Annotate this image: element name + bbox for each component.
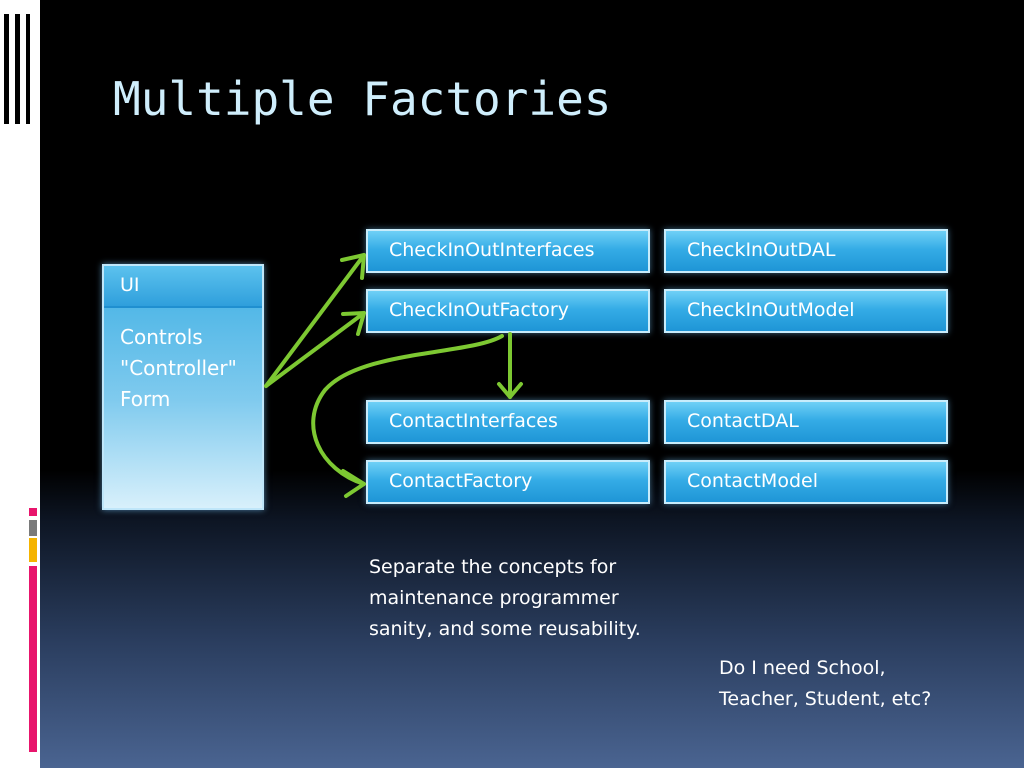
slide-title: Multiple Factories <box>113 72 612 126</box>
ui-box: UI Controls "Controller" Form <box>102 264 264 510</box>
accent-red-top <box>29 508 37 516</box>
box-checkinout-factory: CheckInOutFactory <box>366 289 650 333</box>
box-checkinout-model: CheckInOutModel <box>664 289 948 333</box>
arrow-head-checkinout-interfaces <box>340 253 366 280</box>
arrow-ui-to-checkinout-factory <box>264 311 366 388</box>
ui-box-body: Controls "Controller" Form <box>120 325 237 411</box>
note-separate-concepts: Separate the concepts for maintenance pr… <box>369 556 641 640</box>
box-contact-factory: ContactFactory <box>366 460 650 504</box>
accent-red-long <box>29 566 37 752</box>
ui-box-header: UI <box>104 266 262 308</box>
arrow-ui-to-checkinout-interfaces <box>264 253 366 388</box>
box-checkinout-interfaces: CheckInOutInterfaces <box>366 229 650 273</box>
arrow-factory-to-contact-factory <box>311 334 504 486</box>
accent-gray <box>29 520 37 536</box>
arrow-head-checkinout-factory <box>341 311 366 336</box>
accent-yellow <box>29 538 37 562</box>
left-decoration-strip <box>0 0 40 768</box>
arrow-head-contact-factory <box>341 469 366 498</box>
box-contact-dal: ContactDAL <box>664 400 948 444</box>
note-question: Do I need School, Teacher, Student, etc? <box>719 657 932 710</box>
arrow-head-contact-interfaces <box>497 382 523 399</box>
box-contact-interfaces: ContactInterfaces <box>366 400 650 444</box>
box-contact-model: ContactModel <box>664 460 948 504</box>
box-checkinout-dal: CheckInOutDAL <box>664 229 948 273</box>
